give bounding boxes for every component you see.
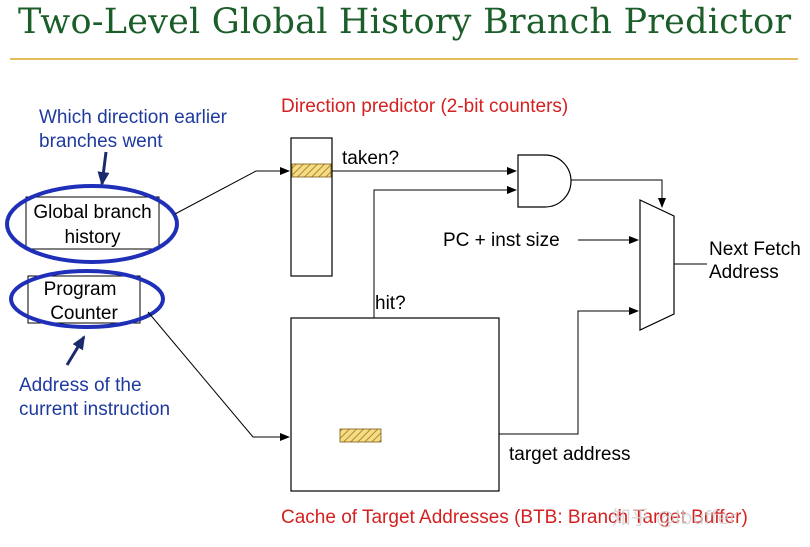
global-history-label-line2: history <box>64 227 121 248</box>
pc-note-arrow <box>65 335 86 366</box>
predictor-entry-highlight <box>291 163 332 178</box>
btb-entry-highlight <box>339 428 382 443</box>
history-note-line1: Which direction earlier <box>39 107 227 128</box>
and-gate <box>517 154 572 208</box>
title-underline <box>10 58 798 60</box>
mux <box>639 199 675 331</box>
wire-history-to-predictor <box>174 167 290 215</box>
program-counter-label-line2: Counter <box>50 303 118 324</box>
next-fetch-label-line1: Next Fetch <box>709 239 801 260</box>
history-note-line2: branches went <box>39 131 163 152</box>
hit-label: hit? <box>375 293 406 314</box>
program-counter-highlight-ellipse <box>9 269 165 329</box>
pc-note-line1: Address of the <box>19 375 142 396</box>
watermark: 知乎 @lbuffer <box>612 507 738 529</box>
pc-note-line2: current instruction <box>19 399 171 420</box>
direction-predictor-label: Direction predictor (2-bit counters) <box>281 96 569 117</box>
program-counter-label-line1: Program <box>43 279 117 300</box>
history-note-arrow <box>97 151 110 186</box>
pc-inst-size-label: PC + inst size <box>443 230 560 251</box>
wire-hit <box>373 186 517 318</box>
wire-target-address <box>499 307 639 435</box>
taken-label: taken? <box>342 148 400 169</box>
global-history-highlight-ellipse <box>5 184 179 264</box>
program-counter-register <box>27 275 141 324</box>
btb-label: Cache of Target Addresses (BTB: Branch T… <box>281 507 748 528</box>
wire-pc-to-btb <box>147 311 290 441</box>
global-history-register <box>25 196 160 250</box>
slide-title: Two-Level Global History Branch Predicto… <box>18 2 792 42</box>
next-fetch-label-line2: Address <box>709 262 779 283</box>
global-history-label-line1: Global branch <box>33 202 152 223</box>
direction-predictor-table <box>290 137 333 277</box>
wire-and-to-mux <box>571 179 666 208</box>
target-address-label: target address <box>509 444 631 465</box>
btb-box <box>290 317 500 492</box>
